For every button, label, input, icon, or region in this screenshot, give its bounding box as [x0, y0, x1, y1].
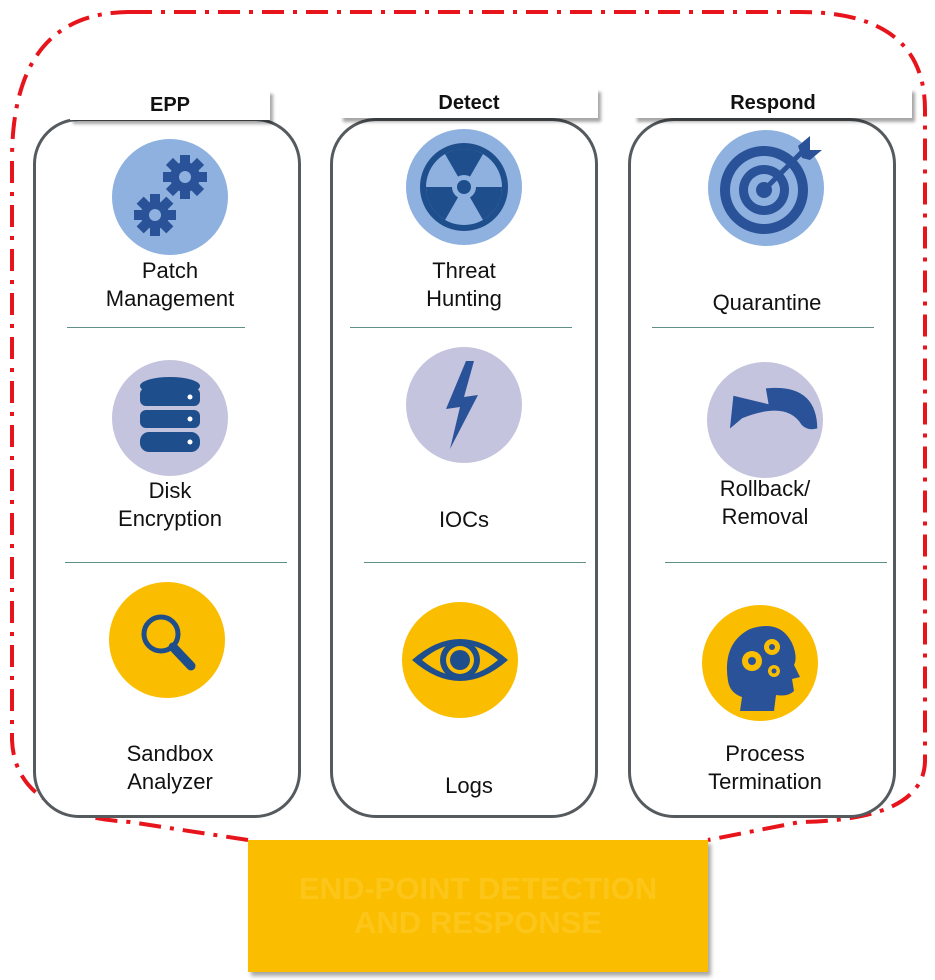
target-icon	[708, 130, 824, 246]
label-quarantine: Quarantine	[712, 290, 822, 315]
separator	[364, 562, 586, 563]
header-epp: EPP	[70, 90, 270, 120]
label-logs: Logs	[445, 773, 493, 798]
database-icon	[112, 360, 228, 476]
header-detect: Detect	[340, 88, 598, 118]
magnifier-icon	[109, 582, 225, 698]
separator	[665, 562, 887, 563]
rollback-arrow-icon	[707, 362, 823, 478]
separator	[652, 327, 874, 328]
banner-line-1: END-POINT DETECTION	[298, 871, 658, 906]
label-rollback-removal: Rollback/Removal	[719, 476, 811, 529]
separator	[65, 562, 287, 563]
eye-icon	[402, 602, 518, 718]
radiation-icon	[406, 129, 522, 245]
brain-gears-icon	[702, 605, 818, 721]
separator	[350, 327, 572, 328]
gears-icon	[112, 139, 228, 255]
label-iocs: IOCs	[438, 507, 490, 532]
separator	[67, 327, 245, 328]
edr-banner: END-POINT DETECTION AND RESPONSE	[248, 840, 708, 972]
banner-line-2: AND RESPONSE	[353, 905, 603, 940]
header-respond: Respond	[634, 88, 912, 118]
lightning-icon	[406, 347, 522, 463]
